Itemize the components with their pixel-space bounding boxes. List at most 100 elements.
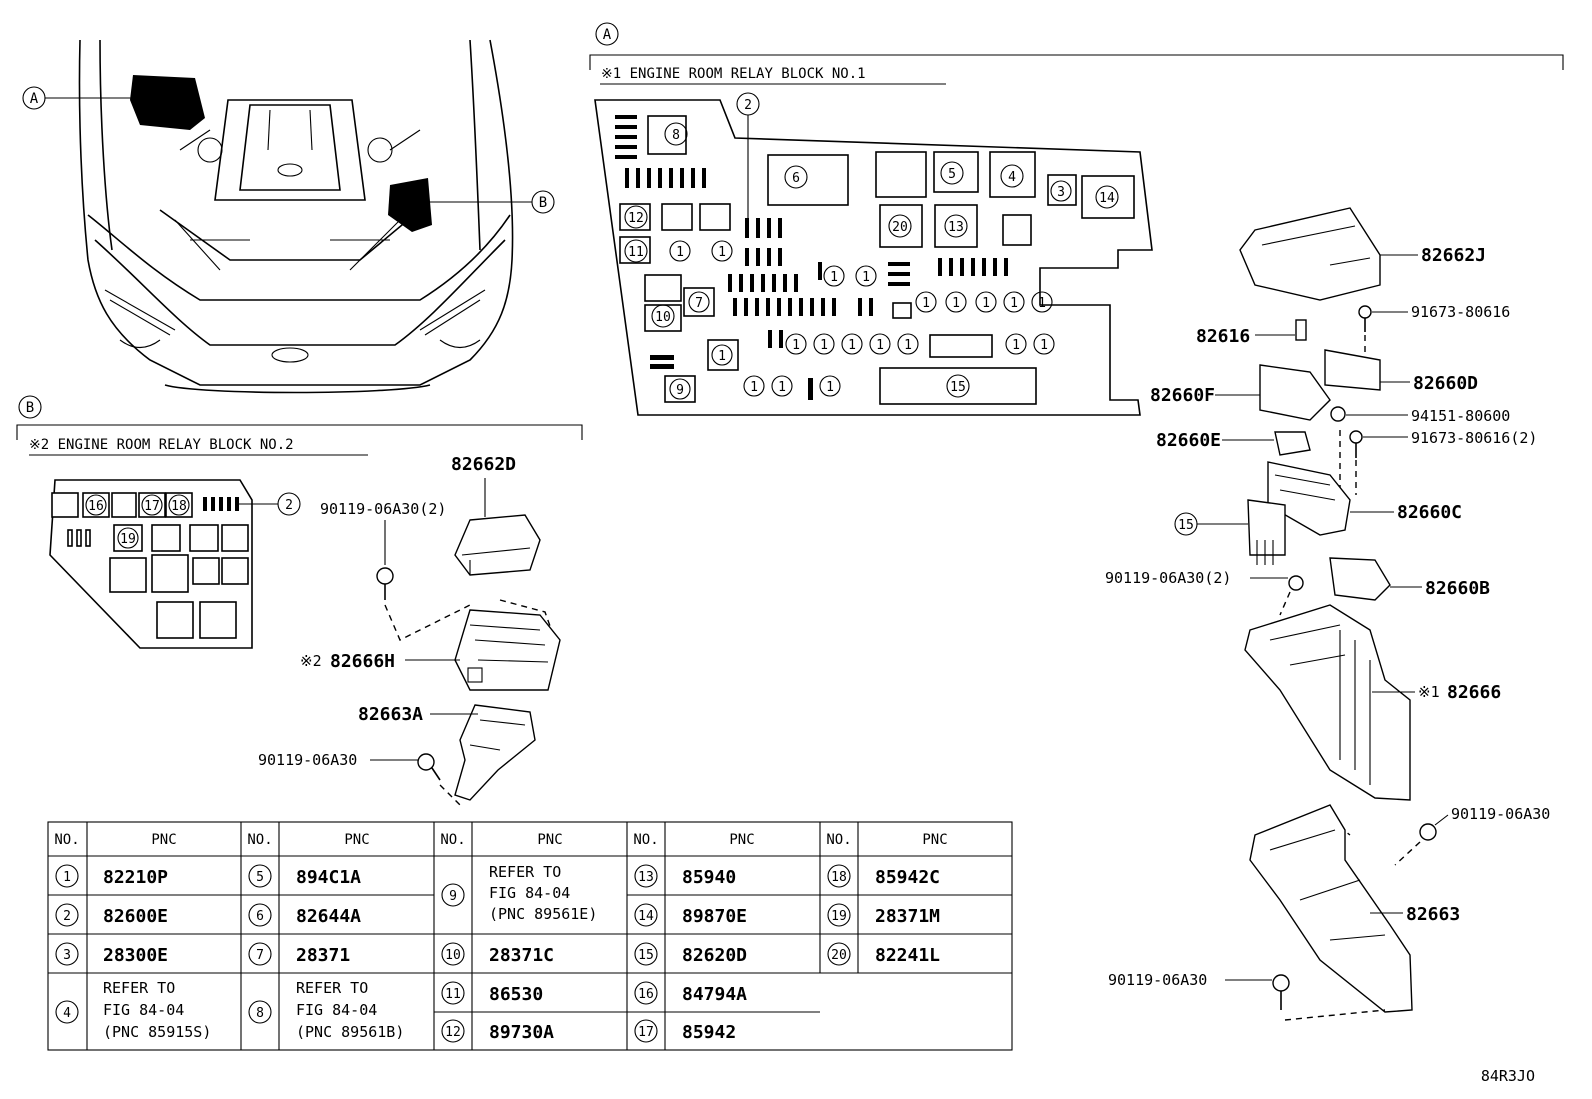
- block1-label-7: 7: [695, 296, 703, 311]
- block1-label-11: 11: [628, 245, 644, 260]
- table-row: 18 85942C: [827, 864, 940, 888]
- block2-label-2: 2: [285, 498, 293, 513]
- svg-text:1: 1: [826, 380, 834, 395]
- callout-90119-06A30-right1: 90119-06A30: [1451, 805, 1550, 823]
- table-header-no-1: NO.: [54, 832, 79, 848]
- callout-90119-06A30-left: 90119-06A30: [258, 751, 357, 769]
- block1-label-4: 4: [1008, 170, 1016, 185]
- block1-label-8: 8: [672, 128, 680, 143]
- block1-label-9: 9: [676, 383, 684, 398]
- svg-text:4: 4: [63, 1006, 71, 1021]
- callout-82666H: 82666H: [330, 651, 395, 672]
- table-header-no-3: NO.: [440, 832, 465, 848]
- block2-label-19: 19: [120, 532, 136, 547]
- table-row: 6 82644A: [248, 903, 361, 927]
- svg-text:9: 9: [449, 889, 457, 904]
- table-row: 20 82241L: [827, 942, 940, 966]
- callout-90119-06A30-2-left: 90119-06A30(2): [320, 500, 446, 518]
- svg-text:1: 1: [982, 296, 990, 311]
- svg-text:86530: 86530: [489, 984, 543, 1005]
- relay-block-no1: 8 2 6 5 4 3 14 20 13 12 11 10 7 9 15 1 1…: [594, 92, 1153, 416]
- block2-exploded-parts: 82662D 90119-06A30(2) ※2 82666H 82663A 9…: [258, 454, 561, 806]
- block2-label-16: 16: [88, 499, 104, 514]
- table-row: 2 82600E: [55, 903, 168, 927]
- callout-82666: 82666: [1447, 682, 1501, 703]
- table-row: 4 REFER TO FIG 84-04 (PNC 85915S): [55, 979, 211, 1041]
- svg-text:894C1A: 894C1A: [296, 867, 361, 888]
- table-header-pnc-5: PNC: [922, 832, 947, 848]
- svg-text:11: 11: [445, 987, 461, 1002]
- svg-text:8: 8: [256, 1006, 264, 1021]
- svg-text:(PNC 89561E): (PNC 89561E): [489, 905, 597, 923]
- section-a-header: A ※1 ENGINE ROOM RELAY BLOCK NO.1: [589, 22, 1564, 85]
- svg-text:82210P: 82210P: [103, 867, 168, 888]
- block1-label-3: 3: [1057, 185, 1065, 200]
- block1-label-12: 12: [628, 211, 644, 226]
- svg-text:REFER TO: REFER TO: [489, 863, 561, 881]
- svg-text:1: 1: [820, 338, 828, 353]
- table-row: 12 89730A: [441, 1019, 554, 1043]
- callout-82616: 82616: [1196, 326, 1250, 347]
- section-a-marker: A: [603, 27, 612, 43]
- svg-text:20: 20: [831, 948, 847, 963]
- overview-marker-a: A: [30, 91, 39, 107]
- table-row: 10 28371C: [441, 942, 554, 966]
- callout-82660E: 82660E: [1156, 430, 1221, 451]
- pnc-table: NO. PNC NO. PNC NO. PNC NO. PNC NO. PNC …: [47, 821, 1013, 1051]
- section-b-title: ※2 ENGINE ROOM RELAY BLOCK NO.2: [29, 437, 294, 453]
- table-row: 13 85940: [634, 864, 736, 888]
- svg-text:FIG 84-04: FIG 84-04: [103, 1001, 184, 1019]
- table-row: 14 89870E: [634, 903, 747, 927]
- svg-text:1: 1: [830, 270, 838, 285]
- svg-text:28371M: 28371M: [875, 906, 940, 927]
- svg-text:2: 2: [63, 909, 71, 924]
- svg-text:1: 1: [848, 338, 856, 353]
- svg-text:1: 1: [792, 338, 800, 353]
- table-row: 9 REFER TO FIG 84-04 (PNC 89561E): [441, 863, 597, 923]
- block1-label-2: 2: [744, 98, 752, 113]
- table-row: 16 84794A: [634, 981, 747, 1005]
- svg-text:85942: 85942: [682, 1022, 736, 1043]
- table-row: 1 82210P: [55, 864, 168, 888]
- section-b-marker: B: [26, 400, 34, 416]
- svg-text:82644A: 82644A: [296, 906, 361, 927]
- svg-text:1: 1: [63, 870, 71, 885]
- svg-text:REFER TO: REFER TO: [103, 979, 175, 997]
- table-header-pnc-2: PNC: [344, 832, 369, 848]
- block1-fuse-bars-top: [625, 168, 706, 188]
- callout-90119-06A30-2-right: 90119-06A30(2): [1105, 569, 1231, 587]
- table-row: 17 85942: [634, 1019, 736, 1043]
- block1-label-6: 6: [792, 171, 800, 186]
- svg-text:85940: 85940: [682, 867, 736, 888]
- svg-text:FIG 84-04: FIG 84-04: [489, 884, 570, 902]
- table-row: 5 894C1A: [248, 864, 361, 888]
- svg-text:(PNC 89561B): (PNC 89561B): [296, 1023, 404, 1041]
- svg-text:7: 7: [256, 948, 264, 963]
- block1-label-10: 10: [655, 310, 671, 325]
- table-row: 8 REFER TO FIG 84-04 (PNC 89561B): [248, 979, 404, 1041]
- svg-text:17: 17: [638, 1025, 654, 1040]
- svg-text:13: 13: [638, 870, 654, 885]
- svg-text:19: 19: [831, 909, 847, 924]
- callout-91673-80616: 91673-80616: [1411, 303, 1510, 321]
- svg-text:82600E: 82600E: [103, 906, 168, 927]
- svg-text:15: 15: [638, 948, 654, 963]
- callout-82660B: 82660B: [1425, 578, 1490, 599]
- callout-91673-80616-2: 91673-80616(2): [1411, 429, 1537, 447]
- table-row: 3 28300E: [55, 942, 168, 966]
- svg-text:10: 10: [445, 948, 461, 963]
- table-header-pnc-1: PNC: [151, 832, 176, 848]
- svg-text:85942C: 85942C: [875, 867, 940, 888]
- svg-text:12: 12: [445, 1025, 461, 1040]
- svg-text:1: 1: [718, 349, 726, 364]
- callout-90119-06A30-right2: 90119-06A30: [1108, 971, 1207, 989]
- callout-82662J: 82662J: [1421, 245, 1486, 266]
- svg-text:1: 1: [676, 245, 684, 260]
- section-b-header: B ※2 ENGINE ROOM RELAY BLOCK NO.2: [16, 395, 583, 456]
- block2-label-17: 17: [144, 499, 160, 514]
- callout-15: 15: [1178, 518, 1194, 533]
- callout-82660C: 82660C: [1397, 502, 1462, 523]
- block1-fuse-bars-mid: [728, 218, 1008, 400]
- svg-text:1: 1: [952, 296, 960, 311]
